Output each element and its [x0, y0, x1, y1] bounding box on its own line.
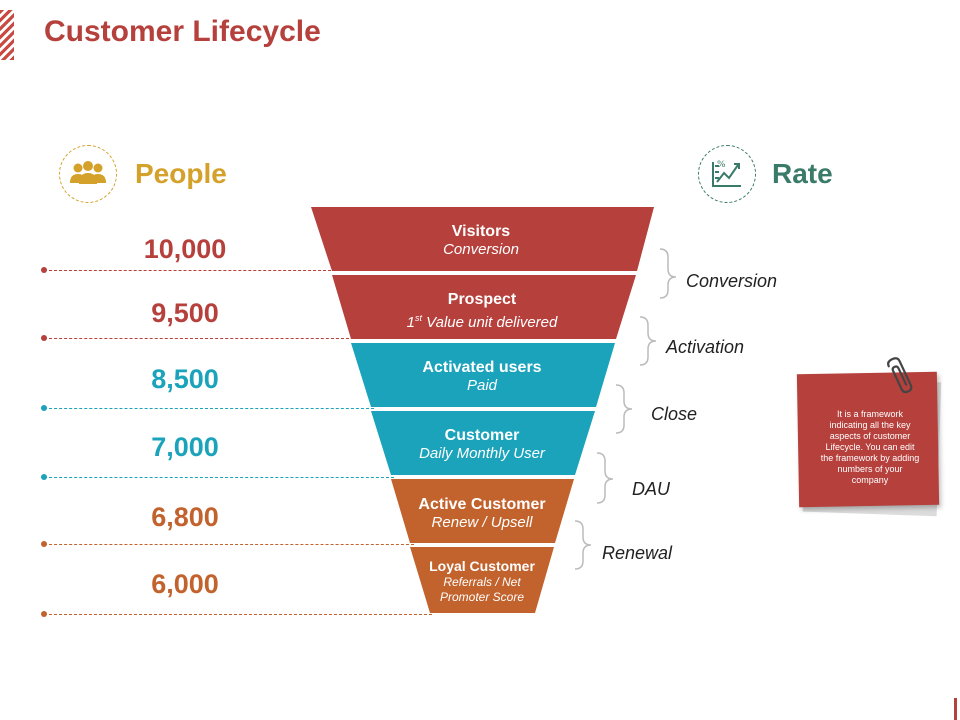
funnel-segment-customer	[371, 411, 595, 475]
people-value-3: 8,500	[151, 364, 219, 394]
funnel-label-customer: Customer Daily Monthly User	[419, 427, 545, 462]
funnel-segment-visitors	[311, 207, 654, 271]
rate-heading: Rate	[772, 158, 833, 189]
funnel-label-activated: Activated users Paid	[422, 359, 542, 394]
funnel-label-prospect: Prospect 1st Value unit delivered	[406, 291, 558, 331]
people-value-6: 6,000	[151, 569, 219, 599]
rate-label-dau: DAU	[632, 479, 671, 499]
leader-line	[44, 338, 354, 339]
people-group-icon	[59, 145, 117, 203]
people-value-2: 9,500	[151, 298, 219, 328]
rate-label-renewal: Renewal	[602, 543, 673, 563]
rate-label-close: Close	[651, 404, 698, 424]
funnel-segment-loyal	[410, 547, 554, 613]
funnel-segment-activated	[351, 343, 615, 407]
brace-activation	[639, 316, 657, 366]
leader-line	[44, 408, 374, 409]
people-value-4: 7,000	[151, 432, 219, 462]
note-text: It is a framework indicating all the key…	[820, 409, 920, 485]
title-accent-bar	[0, 10, 14, 60]
funnel-label-active: Active Customer Renew / Upsell	[418, 496, 546, 531]
brace-renewal	[574, 520, 592, 570]
svg-text:%: %	[717, 160, 726, 170]
brace-dau	[596, 452, 614, 504]
rate-label-conversion: Conversion	[686, 271, 778, 291]
people-value-5: 6,800	[151, 502, 219, 532]
people-heading: People	[135, 158, 227, 189]
leader-line	[44, 544, 414, 545]
funnel-segment-prospect	[332, 275, 636, 339]
brace-close	[615, 384, 633, 434]
leader-line	[44, 270, 336, 271]
funnel-label-loyal: Loyal Customer Referrals / Net Promoter …	[429, 558, 535, 604]
page-title: Customer Lifecycle	[44, 15, 321, 48]
leader-line	[44, 614, 432, 615]
rate-label-activation: Activation	[666, 337, 745, 357]
brace-conversion	[659, 248, 677, 299]
rate-chart-icon: %	[698, 145, 756, 203]
leader-line	[44, 477, 394, 478]
paperclip-icon	[887, 357, 913, 394]
funnel-segment-active	[391, 479, 574, 543]
people-value-1: 10,000	[143, 234, 227, 264]
corner-accent	[954, 698, 957, 720]
funnel-label-visitors: Visitors Conversion	[443, 223, 519, 258]
